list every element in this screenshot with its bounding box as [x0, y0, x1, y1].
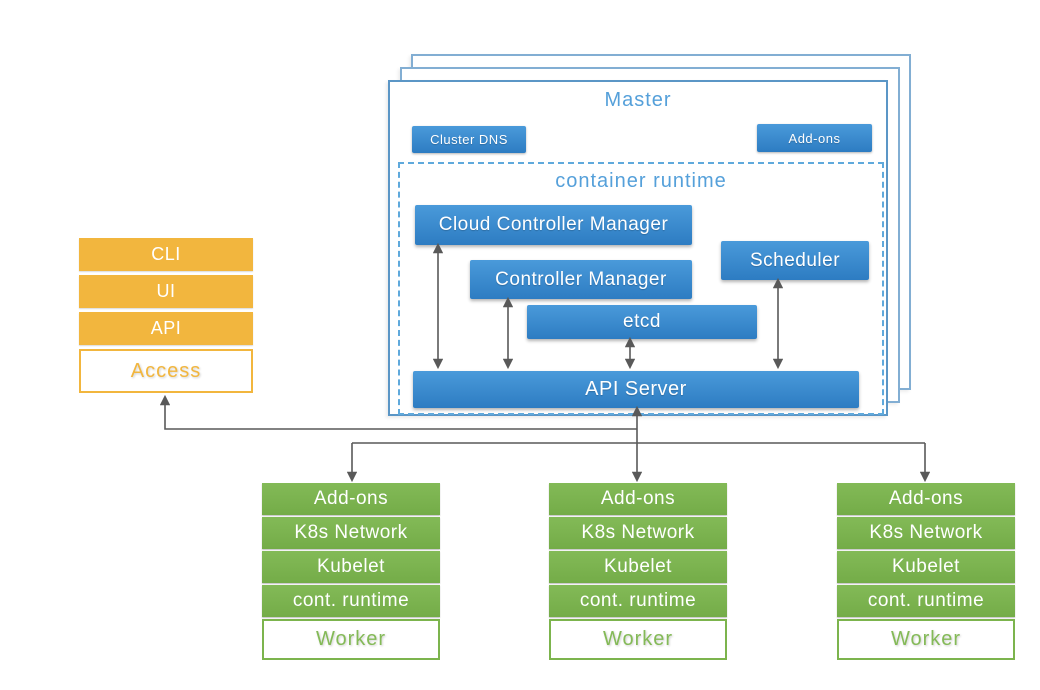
worker-node-2: Add-ons K8s Network Kubelet cont. runtim…	[549, 483, 727, 660]
worker3-row-k8s-network: K8s Network	[837, 517, 1015, 549]
access-row-api: API	[79, 312, 253, 345]
worker1-row-kubelet: Kubelet	[262, 551, 440, 583]
access-label: Access	[79, 349, 253, 393]
container-runtime-box: container runtime Cloud Controller Manag…	[398, 162, 884, 415]
access-row-ui: UI	[79, 275, 253, 308]
worker3-row-kubelet: Kubelet	[837, 551, 1015, 583]
worker2-row-k8s-network: K8s Network	[549, 517, 727, 549]
worker-node-1: Add-ons K8s Network Kubelet cont. runtim…	[262, 483, 440, 660]
worker3-row-cont-runtime: cont. runtime	[837, 585, 1015, 617]
worker1-row-k8s-network: K8s Network	[262, 517, 440, 549]
master-title: Master	[604, 89, 672, 111]
worker2-row-kubelet: Kubelet	[549, 551, 727, 583]
worker1-row-cont-runtime: cont. runtime	[262, 585, 440, 617]
scheduler-box: Scheduler	[721, 241, 869, 280]
cloud-controller-manager-box: Cloud Controller Manager	[415, 205, 692, 245]
access-row-cli: CLI	[79, 238, 253, 271]
worker1-label: Worker	[262, 619, 440, 660]
etcd-box: etcd	[527, 305, 757, 339]
container-runtime-title: container runtime	[555, 170, 727, 192]
master-addons-box: Add-ons	[757, 124, 872, 152]
worker2-label: Worker	[549, 619, 727, 660]
cluster-dns-box: Cluster DNS	[412, 126, 526, 153]
worker2-row-addons: Add-ons	[549, 483, 727, 515]
controller-manager-box: Controller Manager	[470, 260, 692, 299]
worker2-row-cont-runtime: cont. runtime	[549, 585, 727, 617]
worker1-row-addons: Add-ons	[262, 483, 440, 515]
worker3-row-addons: Add-ons	[837, 483, 1015, 515]
api-server-box: API Server	[413, 371, 859, 408]
worker-node-3: Add-ons K8s Network Kubelet cont. runtim…	[837, 483, 1015, 660]
master-node-box: Master Cluster DNS Add-ons container run…	[388, 80, 888, 416]
access-stack: CLI UI API Access	[79, 238, 253, 393]
worker3-label: Worker	[837, 619, 1015, 660]
